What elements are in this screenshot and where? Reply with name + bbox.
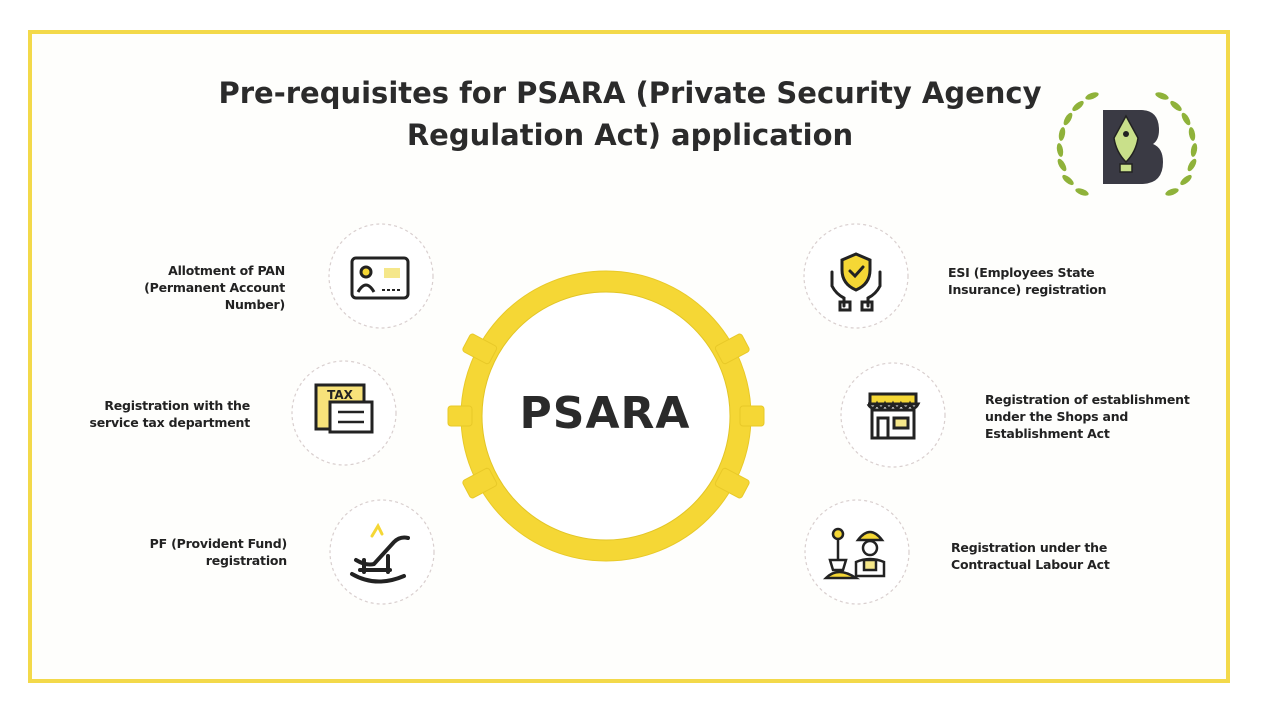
- item-tax-label: Registration with the service tax depart…: [89, 398, 250, 430]
- item-shop-label: Registration of establishment under the …: [985, 392, 1190, 441]
- item-labour-label: Registration under the Contractual Labou…: [951, 540, 1110, 572]
- shield-hands-icon: [830, 252, 882, 312]
- id-card-icon: [350, 256, 410, 300]
- pen-nib-icon: [1113, 114, 1139, 164]
- svg-text:TAX: TAX: [327, 388, 354, 402]
- shop-icon: [866, 392, 921, 440]
- item-pan-label: Allotment of PAN (Permanent Account Numb…: [144, 263, 285, 312]
- item-esi-label: ESI (Employees State Insurance) registra…: [948, 265, 1107, 297]
- icon-circle-labour: [804, 499, 910, 605]
- rocking-chair-icon: [350, 522, 410, 584]
- labourer-icon: [822, 527, 886, 580]
- laurel-wreath-icon: [1056, 92, 1198, 196]
- tax-document-icon: TAX: [314, 383, 374, 434]
- page-title: Pre-requisites for PSARA (Private Securi…: [218, 76, 1042, 152]
- center-label: PSARA: [519, 388, 691, 439]
- item-pf-label: PF (Provident Fund) registration: [149, 536, 288, 568]
- laurel-logo: [1056, 92, 1198, 196]
- icon-circle-pf: [329, 499, 435, 605]
